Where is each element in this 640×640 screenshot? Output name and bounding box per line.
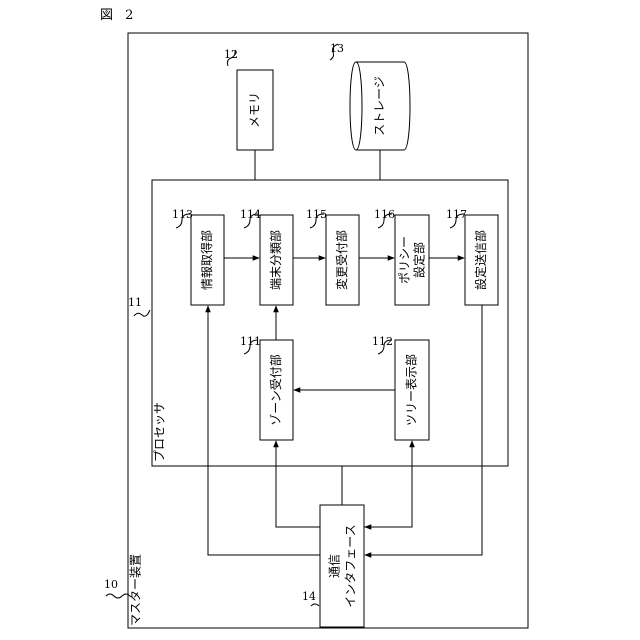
- ref-114: 114: [240, 208, 261, 221]
- ref-13: 13: [330, 42, 344, 55]
- tree-display-label: ツリー表示部: [404, 354, 419, 426]
- info-acquirer-label: 情報取得部: [199, 230, 214, 290]
- setting-sender-label: 設定送信部: [473, 230, 488, 290]
- ref-115: 115: [306, 208, 327, 221]
- ref-12: 12: [224, 48, 238, 61]
- leader-10: [106, 594, 130, 598]
- memory-label: メモリ: [248, 92, 262, 128]
- ref-117: 117: [446, 208, 467, 221]
- processor-frame: [152, 180, 508, 466]
- terminal-classifier-label: 端末分類部: [268, 230, 283, 290]
- change-receiver-label: 変更受付部: [334, 230, 349, 290]
- master-device-label: マスター装置: [129, 554, 143, 626]
- ref-113: 113: [172, 208, 193, 221]
- processor-label: プロセッサ: [153, 402, 167, 462]
- ref-116: 116: [374, 208, 395, 221]
- ref-14: 14: [302, 590, 316, 603]
- comm-interface-label-1: 通信: [328, 554, 342, 578]
- comm-interface-label-2: インタフェース: [344, 524, 358, 607]
- master-device-frame: [128, 33, 528, 628]
- leader-14: [311, 604, 319, 606]
- ref-112: 112: [372, 335, 393, 348]
- arrow-14-112: [364, 441, 412, 527]
- policy-setter-label-2: 設定部: [412, 242, 427, 278]
- ref-10: 10: [104, 578, 118, 591]
- arrow-14-113: [208, 306, 320, 555]
- arrow-14-111: [276, 441, 320, 527]
- zone-receiver-label: ゾーン受付部: [268, 354, 283, 425]
- ref-11: 11: [128, 296, 142, 309]
- ref-111: 111: [240, 335, 261, 348]
- storage-label: ストレージ: [373, 76, 387, 136]
- leader-11: [134, 310, 150, 316]
- policy-setter-label-1: ポリシー: [398, 236, 412, 284]
